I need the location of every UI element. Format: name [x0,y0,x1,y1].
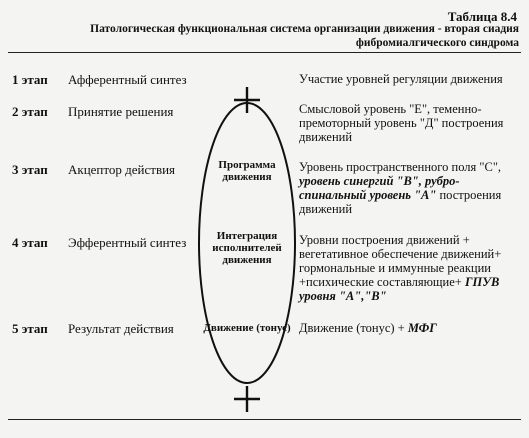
stage-3-text-a: Уровень пространственного поля "С", [299,160,502,174]
stage-number-4: 4 этап [12,235,48,250]
program-label: Программа движения [218,159,276,183]
stage-5-text-emph: МФГ [407,321,437,335]
stage-3-description: Уровень пространственного поля "С", уров… [299,160,521,216]
integration-label: Интеграция исполнителей движения [212,230,282,266]
stage-4-text-a: Уровни построения движений + вегетативно… [299,233,502,289]
movement-label: Движение (тонус) [203,322,291,334]
stage-number-5: 5 этап [12,321,48,336]
stage-name-3: Акцептор действия [68,162,176,177]
stage-5-text-a: Движение (тонус) + [299,321,408,335]
footer-rule [8,419,521,420]
stage-number-2: 2 этап [12,104,48,119]
stage-1-description: Участие уровней регуляции движения [299,72,503,86]
stage-3-text-emph: уровень синергий "В", рубро-спинальный у… [299,174,460,202]
stage-4-text-emph: ГПУВ уровня "А","В" [299,275,500,303]
header-rule [8,52,521,53]
bottom-plus-icon [234,386,260,412]
stage-3-text-c: построения движений [299,188,502,216]
stage-2-description: Смысловой уровень "Е", теменно-премоторн… [299,102,504,144]
table-caption: Таблица 8.4 [447,9,517,24]
stage-name-1: Афферентный синтез [68,72,187,87]
stage-name-4: Эфферентный синтез [68,235,187,250]
stage-4-description: Уровни построения движений + вегетативно… [299,233,521,303]
table-title-line2: фибромиалгического синдрома [355,37,519,49]
table-title-line1: Патологическая функциональная система ор… [90,23,519,35]
stage-number-3: 3 этап [12,162,48,177]
table-title: Патологическая функциональная система ор… [90,22,519,50]
stage-name-2: Принятие решения [68,104,174,119]
stage-5-description: Движение (тонус) + МФГ [299,321,521,335]
top-plus-icon [234,87,260,113]
stage-name-5: Результат действия [68,321,174,336]
stage-number-1: 1 этап [12,72,48,87]
